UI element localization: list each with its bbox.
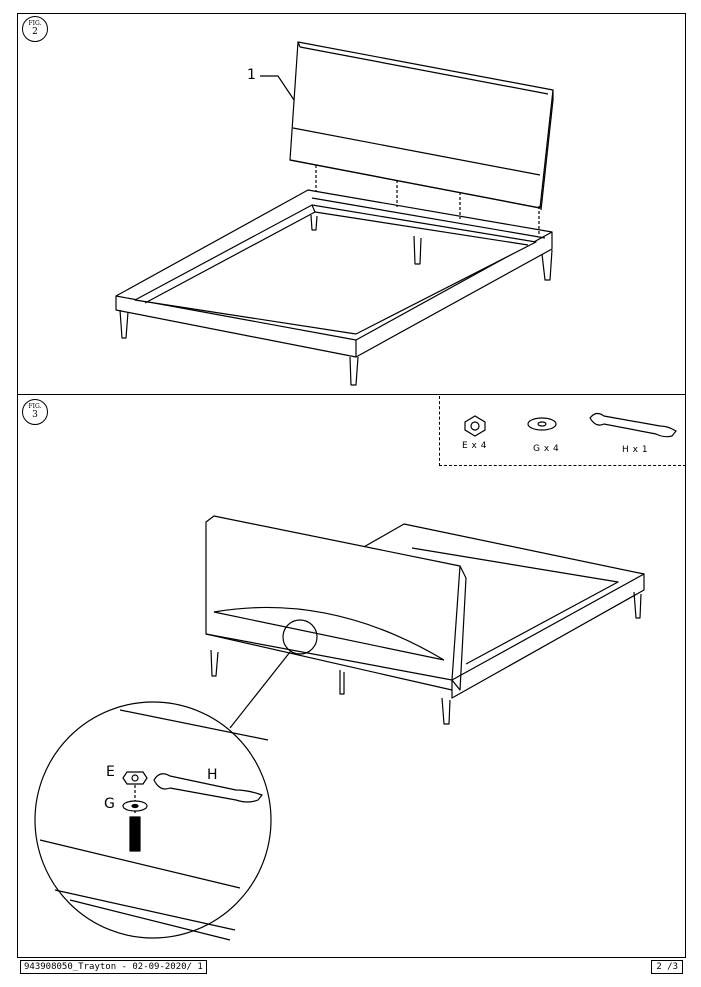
hardware-e-label: E x 4 — [462, 441, 487, 451]
fig-3-number: 3 — [32, 410, 38, 420]
hardware-g-label: G x 4 — [533, 444, 560, 454]
hardware-legend — [439, 396, 686, 466]
fig-2-word: FIG. — [28, 20, 42, 27]
page-frame — [17, 13, 686, 958]
panel-divider — [17, 394, 686, 395]
page-number: 2 /3 — [651, 960, 683, 974]
fig-3-badge: FIG. 3 — [22, 399, 48, 425]
footer: 943908050_Trayton - 02-09-2020/ 1 2 /3 — [17, 958, 686, 974]
document-id: 943908050_Trayton - 02-09-2020/ 1 — [20, 960, 207, 974]
fig-2-number: 2 — [32, 27, 38, 37]
fig-3-word: FIG. — [28, 403, 42, 410]
detail-wrench-label: H — [207, 767, 218, 783]
detail-nut-label: E — [106, 764, 115, 780]
detail-washer-label: G — [104, 796, 115, 812]
fig-2-badge: FIG. 2 — [22, 16, 48, 42]
hardware-h-label: H x 1 — [622, 445, 649, 455]
headboard-part-label: 1 — [247, 67, 256, 83]
